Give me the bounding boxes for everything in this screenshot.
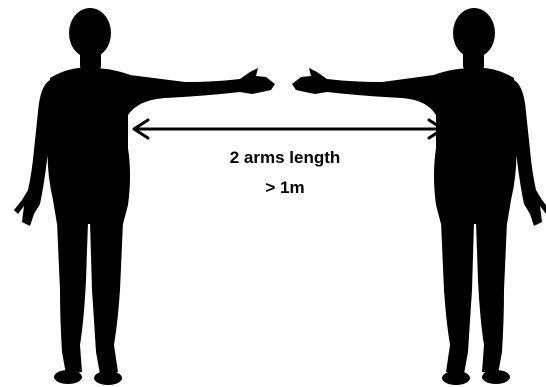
left-person-silhouette xyxy=(14,8,275,385)
distance-label: 2 arms length xyxy=(230,148,341,167)
distance-arrow xyxy=(134,120,443,138)
distance-value-label: > 1m xyxy=(265,178,304,197)
right-person-silhouette xyxy=(292,8,546,385)
